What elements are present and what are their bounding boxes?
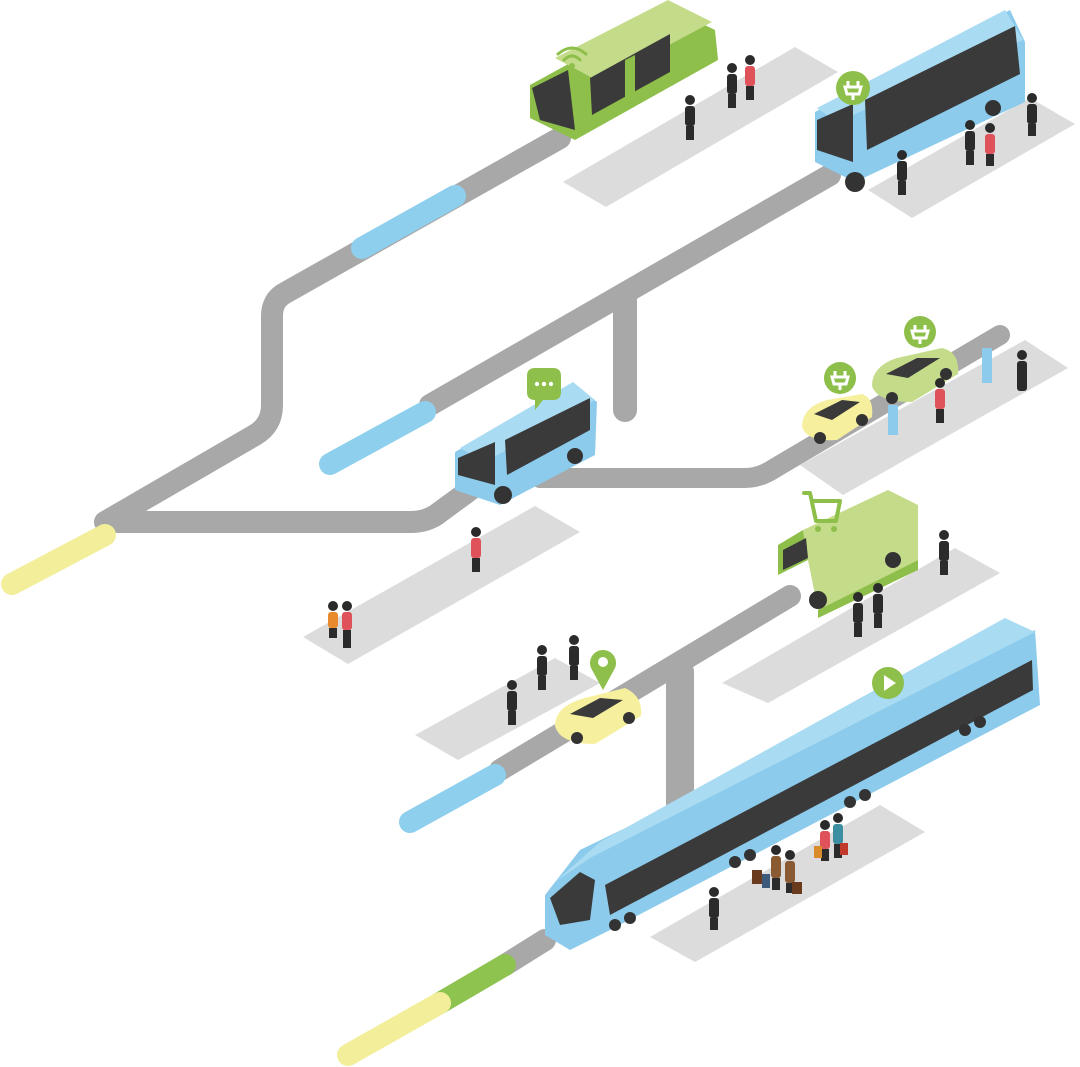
road-lower-blue xyxy=(399,764,506,833)
person xyxy=(965,120,975,165)
person xyxy=(727,63,737,108)
charging-station xyxy=(888,348,992,435)
person xyxy=(342,601,352,648)
person xyxy=(985,123,995,166)
road-exit-yellow xyxy=(1,524,116,595)
person xyxy=(1027,93,1037,136)
electric-car-green xyxy=(872,348,959,404)
autonomous-shuttle xyxy=(530,0,718,140)
road-lower xyxy=(489,585,801,781)
people xyxy=(328,55,1037,930)
road-upper-blue xyxy=(351,185,466,259)
location-pin-icon xyxy=(590,650,616,690)
chat-icon xyxy=(527,368,561,410)
train xyxy=(545,618,1040,950)
person xyxy=(820,820,830,861)
person xyxy=(771,845,781,890)
person xyxy=(685,95,695,140)
road-network xyxy=(1,127,1010,1066)
road-ev-lane xyxy=(530,325,1010,488)
road-bus-blue xyxy=(319,401,436,475)
person xyxy=(897,150,907,195)
person xyxy=(471,527,481,572)
road-upper xyxy=(94,127,571,533)
person xyxy=(939,530,949,575)
plug-icon xyxy=(904,316,936,348)
person xyxy=(833,813,843,858)
rail-track-green xyxy=(429,954,516,1014)
person xyxy=(935,378,945,423)
bus xyxy=(455,382,597,505)
plug-icon xyxy=(824,362,856,394)
play-icon xyxy=(872,667,904,699)
plug-icon xyxy=(836,71,870,105)
person xyxy=(569,635,579,680)
person xyxy=(507,680,517,725)
person xyxy=(1017,350,1027,391)
person xyxy=(745,55,755,100)
rail-track-yellow xyxy=(337,992,451,1066)
person xyxy=(785,850,795,893)
person xyxy=(873,583,883,628)
electric-car-yellow xyxy=(802,394,873,444)
wifi-icon xyxy=(556,46,588,69)
person xyxy=(709,887,719,930)
luggage xyxy=(752,843,848,894)
person xyxy=(853,592,863,637)
taxi xyxy=(555,688,642,744)
person xyxy=(328,601,338,638)
cart-icon xyxy=(802,491,842,532)
platform-shuttle xyxy=(563,47,838,207)
platform-ev xyxy=(800,340,1068,495)
platform-bus-stop xyxy=(303,506,580,664)
electric-bus xyxy=(815,10,1025,192)
person xyxy=(537,645,547,690)
